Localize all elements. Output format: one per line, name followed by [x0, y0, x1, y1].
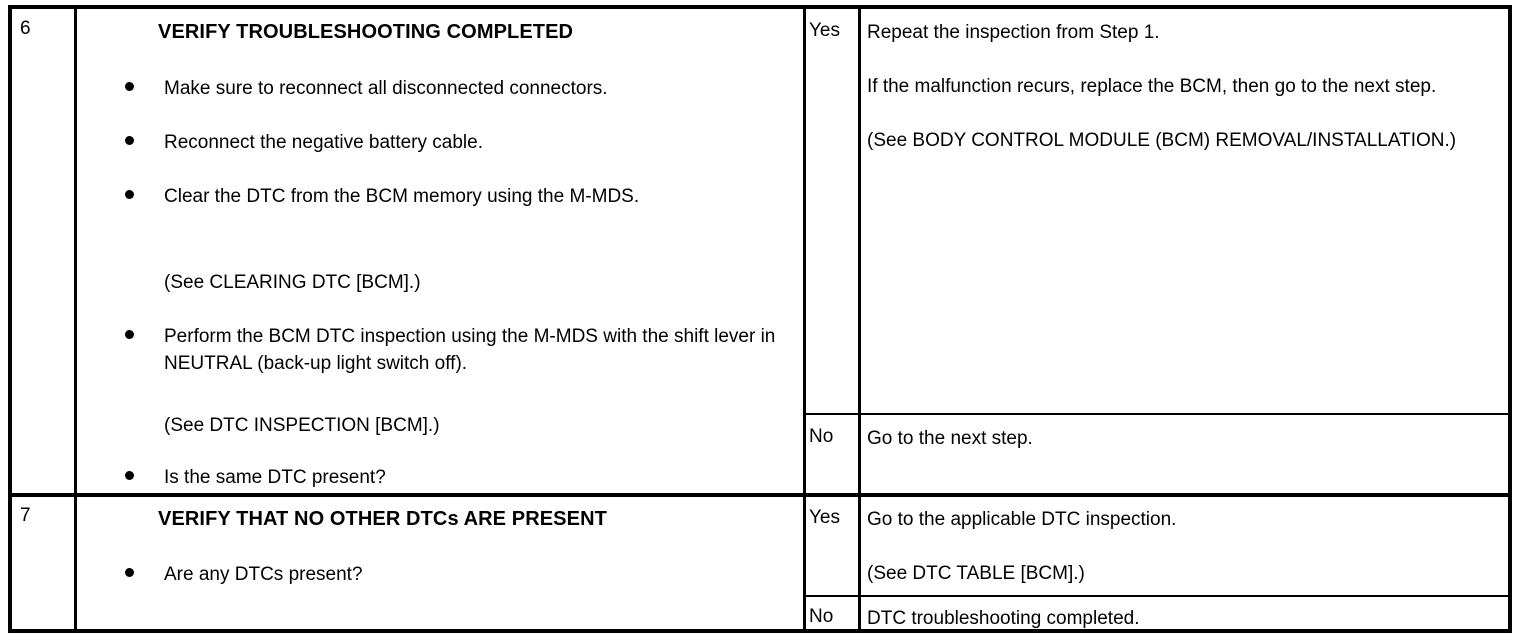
- bullet-icon: [125, 471, 134, 480]
- action-text-step6-yes: Repeat the inspection from Step 1. If th…: [867, 19, 1512, 154]
- list-item-label: Clear the DTC from the BCM memory using …: [164, 186, 640, 207]
- troubleshooting-table: 6 VERIFY TROUBLESHOOTING COMPLETED Make …: [8, 5, 1512, 633]
- action-paragraph: If the malfunction recurs, replace the B…: [867, 76, 1437, 97]
- list-item-label: Perform the BCM DTC inspection using the…: [164, 326, 776, 374]
- result-label-step7-no: No: [809, 606, 834, 627]
- list-item: Are any DTCs present?: [125, 561, 793, 588]
- step-7-heading: VERIFY THAT NO OTHER DTCs ARE PRESENT: [158, 508, 607, 530]
- list-item: Is the same DTC present?: [125, 464, 793, 491]
- bullet-icon: [125, 330, 134, 339]
- column-divider-result: [803, 9, 806, 629]
- result-label-step6-no: No: [809, 426, 834, 447]
- action-paragraph: DTC troubleshooting completed.: [867, 608, 1140, 629]
- action-text-step6-no: Go to the next step.: [867, 425, 1512, 452]
- row-divider-step6-step7: [12, 493, 1508, 497]
- result-label-step6-yes: Yes: [809, 20, 840, 41]
- action-paragraph: Go to the next step.: [867, 428, 1033, 449]
- reference-note: (See DTC INSPECTION [BCM].): [164, 415, 440, 436]
- bullet-icon: [125, 136, 134, 145]
- step-number-6: 6: [20, 18, 31, 39]
- list-item: Reconnect the negative battery cable.: [125, 129, 793, 156]
- action-text-step7-yes: Go to the applicable DTC inspection. (Se…: [867, 506, 1512, 587]
- list-item: Clear the DTC from the BCM memory using …: [125, 183, 725, 210]
- result-label-step7-yes: Yes: [809, 507, 840, 528]
- column-divider-action: [858, 9, 861, 629]
- list-item: Make sure to reconnect all disconnected …: [125, 75, 793, 102]
- step-6-heading: VERIFY TROUBLESHOOTING COMPLETED: [158, 21, 574, 43]
- list-item-label: Reconnect the negative battery cable.: [164, 132, 483, 153]
- bullet-icon: [125, 82, 134, 91]
- list-item-label: Make sure to reconnect all disconnected …: [164, 78, 608, 99]
- list-item-label: Is the same DTC present?: [164, 467, 386, 488]
- step-number-7: 7: [20, 505, 31, 526]
- action-paragraph: Go to the applicable DTC inspection.: [867, 509, 1177, 530]
- action-paragraph: (See DTC TABLE [BCM].): [867, 563, 1085, 584]
- list-item: Perform the BCM DTC inspection using the…: [125, 323, 805, 377]
- column-divider-step: [74, 9, 77, 629]
- result-divider-step6-no: [803, 413, 1508, 415]
- result-divider-step7-no: [803, 595, 1508, 597]
- bullet-icon: [125, 190, 134, 199]
- bullet-icon: [125, 568, 134, 577]
- list-item-label: Are any DTCs present?: [164, 564, 363, 585]
- action-paragraph: Repeat the inspection from Step 1.: [867, 22, 1160, 43]
- reference-note: (See CLEARING DTC [BCM].): [164, 272, 421, 293]
- action-paragraph: (See BODY CONTROL MODULE (BCM) REMOVAL/I…: [867, 130, 1457, 151]
- action-text-step7-no: DTC troubleshooting completed.: [867, 605, 1512, 632]
